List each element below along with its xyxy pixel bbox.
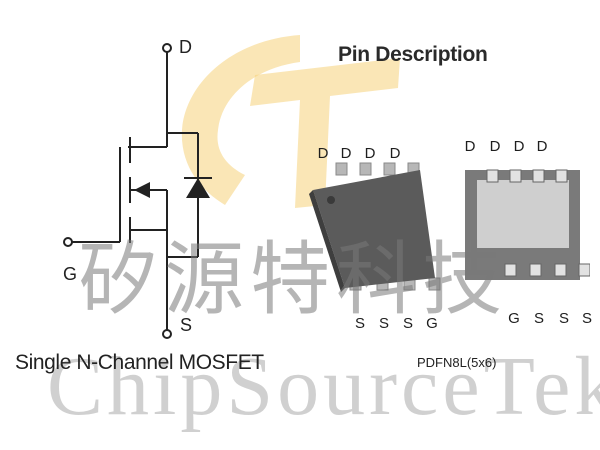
source-label: S [180,315,193,335]
pin-label: S [558,310,569,327]
diagram-title: Pin Description [338,43,488,66]
pin-label: S [402,315,413,332]
package-top-view [309,162,441,292]
mosfet-symbol [63,43,212,339]
pin-label: D [364,145,376,162]
pin-label: S [533,310,544,327]
pin-label: G [426,315,438,332]
pin-label: D [513,138,525,155]
pin-label: G [508,310,520,327]
pin-label: S [378,315,389,332]
pin-label: S [354,315,365,332]
drain-label: D [179,37,192,57]
package-name: PDFN8L(5x6) [417,355,497,370]
pin-label: D [536,138,548,155]
pin-label: D [464,138,476,155]
pin-label: D [340,145,352,162]
pin-label: D [317,145,329,162]
pin-label: S [581,310,592,327]
watermark-english: ChipSourceTek [47,340,600,433]
gate-label: G [63,264,78,284]
pin-label: D [389,145,401,162]
pin-label: D [489,138,501,155]
package-bottom-view [465,169,590,280]
schematic-caption: Single N-Channel MOSFET [15,351,264,374]
watermark-chinese: 矽源特科技 [78,233,508,326]
